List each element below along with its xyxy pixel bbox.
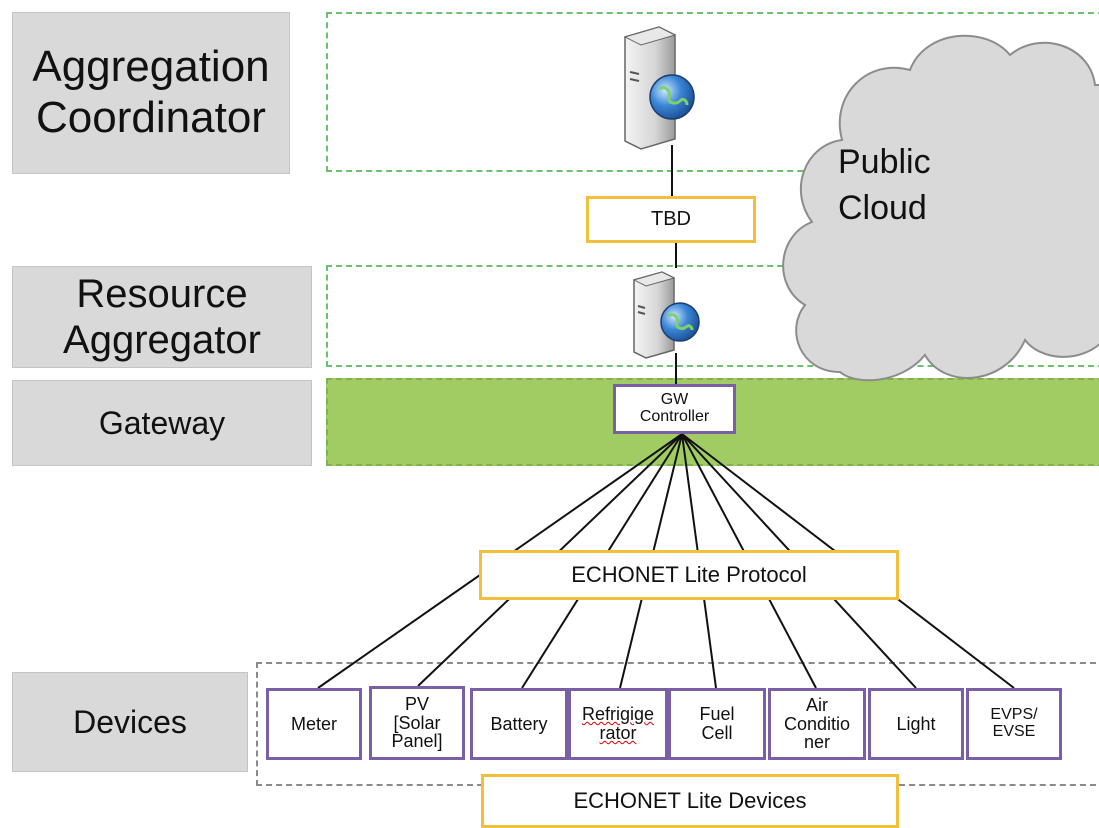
layer-label-aggregation-coordinator: Aggregation Coordinator	[12, 12, 290, 174]
layer-label-gateway: Gateway	[12, 380, 312, 466]
gw-controller-box: GW Controller	[613, 384, 736, 434]
tbd-interface-box: TBD	[586, 196, 756, 243]
device-evps-evse: EVPS/ EVSE	[966, 688, 1062, 760]
device-battery: Battery	[470, 688, 568, 760]
device-air-conditioner: Air Conditio ner	[768, 688, 866, 760]
public-cloud-label: Public Cloud	[838, 143, 931, 227]
echonet-lite-devices-box: ECHONET Lite Devices	[481, 774, 899, 828]
aggregation-coordinator-zone	[326, 12, 1099, 172]
device-refrigerator-label: Refrigige rator	[581, 704, 655, 743]
device-refrigerator: Refrigige rator	[568, 688, 668, 760]
device-light: Light	[868, 688, 964, 760]
echonet-lite-protocol-box: ECHONET Lite Protocol	[479, 550, 899, 600]
layer-label-resource-aggregator: Resource Aggregator	[12, 266, 312, 368]
device-meter: Meter	[266, 688, 362, 760]
device-pv-solar-panel: PV [Solar Panel]	[369, 686, 465, 760]
resource-aggregator-zone	[326, 265, 1099, 367]
device-fuel-cell: Fuel Cell	[668, 688, 766, 760]
layer-label-devices: Devices	[12, 672, 248, 772]
